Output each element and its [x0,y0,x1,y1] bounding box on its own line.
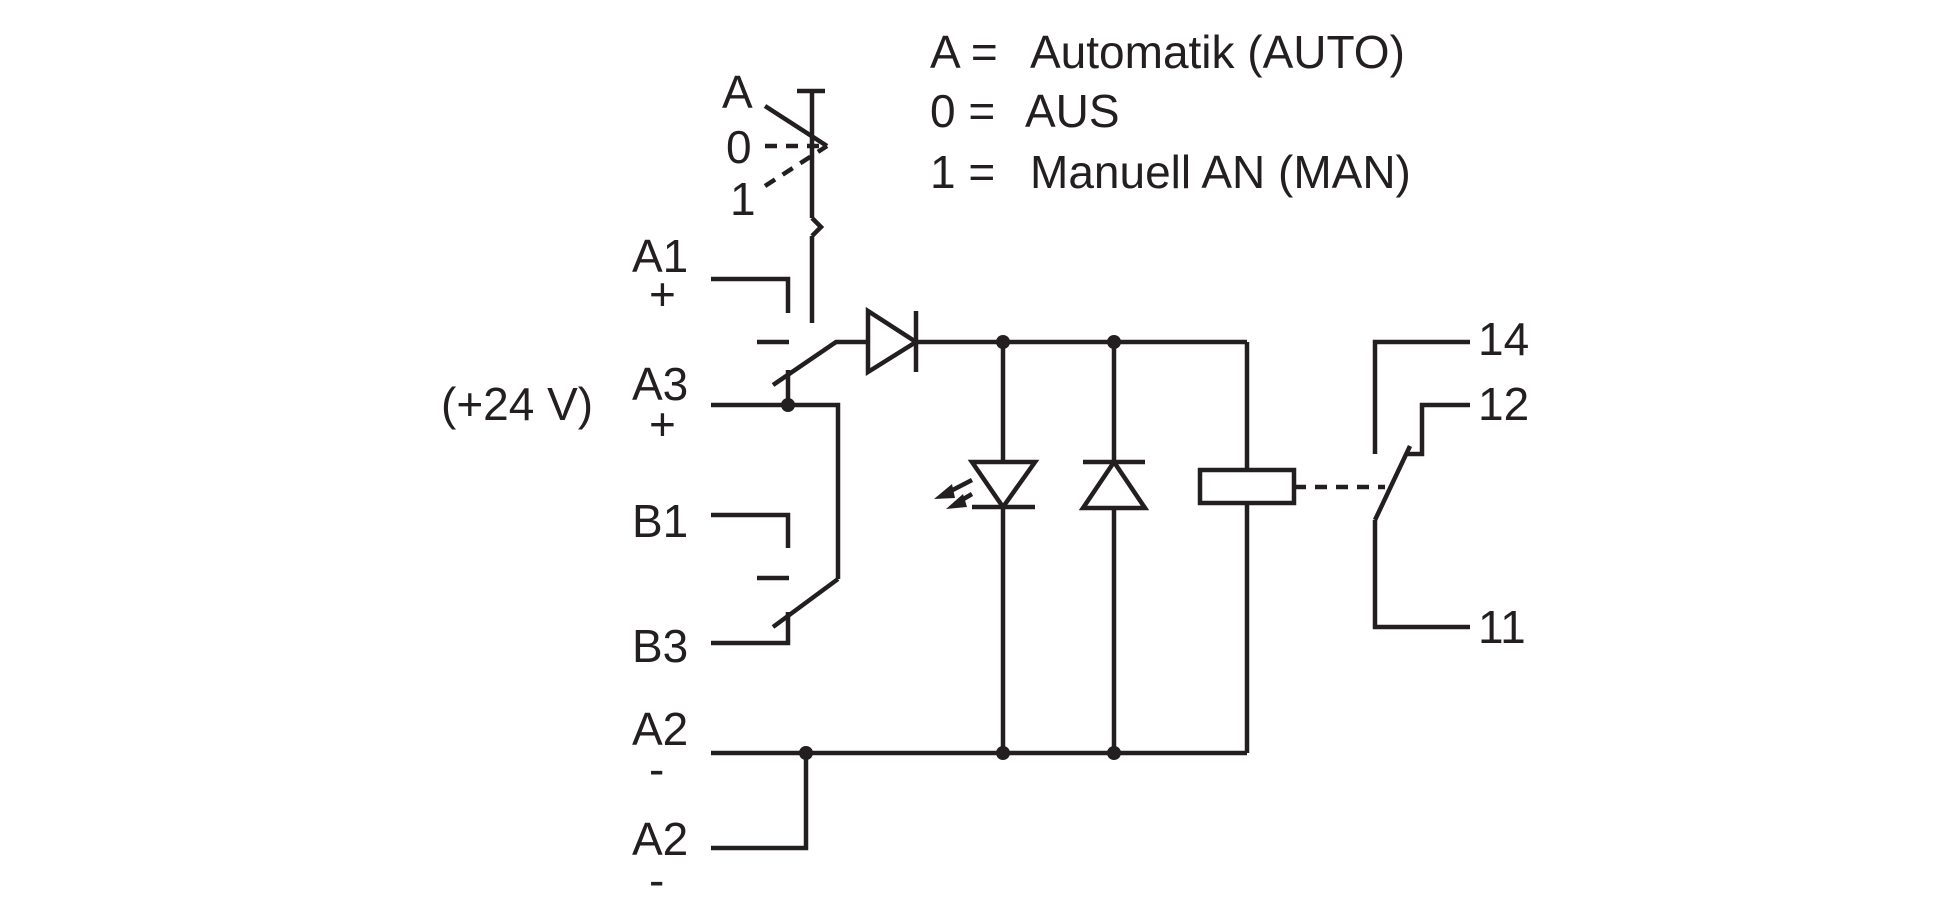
terminal-a3-polarity: + [649,398,676,450]
contact-11-label: 11 [1478,601,1526,653]
contact-14-wire [1372,339,1470,454]
relay-coil-branch [1197,342,1385,753]
input-wiring [711,276,868,646]
contact-12-label: 12 [1478,378,1529,430]
switch-lever-auto [763,104,829,148]
a1-switch-contact [771,339,868,387]
contact-14-label: 14 [1478,313,1529,365]
relay-coil [1197,467,1297,506]
led-light-arrows [934,478,974,509]
series-diode-triangle [865,306,921,377]
a3-wire [711,402,841,579]
legend-key-off: 0 = [930,85,995,137]
terminal-a2-top-label: A2 [632,703,688,755]
a1-wire [711,276,791,313]
contact-blade [1372,445,1413,521]
freewheel-triangle [1078,457,1150,511]
output-contact: 14 12 11 [1372,313,1529,653]
freewheel-top-dot [1107,335,1121,349]
legend-key-auto: A = [930,26,998,78]
led-top-dot [996,335,1010,349]
contact-12-wire [1405,402,1470,457]
switch-label-auto: A [722,66,753,118]
terminal-a2-top-polarity: - [649,743,664,795]
led-bottom-dot [996,746,1010,760]
terminal-a2-bottom-label: A2 [632,813,688,865]
light-arrow-head-2 [946,494,967,509]
b1-wire [711,512,791,548]
terminal-b1-label: B1 [632,495,688,547]
led-triangle [967,459,1040,511]
a2-junction-dot [799,746,813,760]
b3-wire [711,612,791,646]
legend-text-manual: Manuell AN (MAN) [1030,146,1411,198]
a2-bottom-wire [711,753,809,851]
terminal-a2-bottom-polarity: - [649,854,664,906]
legend: A = Automatik (AUTO) 0 = AUS 1 = Manuell… [930,26,1411,198]
switch-label-manual: 1 [730,173,756,225]
contact-11-wire [1372,520,1470,630]
switch-label-off: 0 [726,121,752,173]
mode-selector-switch: A 0 1 [722,66,829,323]
terminal-a1-polarity: + [649,268,676,320]
terminal-a3-label: A3 [632,358,688,410]
switch-lever-manual [763,144,829,188]
legend-text-off: AUS [1025,85,1120,137]
terminal-b3-label: B3 [632,620,688,672]
terminal-labels: A1 + A3 + B1 B3 A2 - A2 - [632,230,688,906]
switch-stem-notch [810,216,825,238]
freewheel-bottom-dot [1107,746,1121,760]
series-diode [865,306,921,377]
terminal-a1-label: A1 [632,230,688,282]
b-switch-contact [771,577,840,629]
a3-junction-dot [781,398,795,412]
supply-voltage-note: (+24 V) [441,378,593,430]
freewheel-diode-branch [1078,335,1150,760]
legend-text-auto: Automatik (AUTO) [1030,26,1405,78]
led-branch [934,335,1040,760]
light-arrow-head-1 [934,484,955,499]
legend-key-manual: 1 = [930,146,995,198]
